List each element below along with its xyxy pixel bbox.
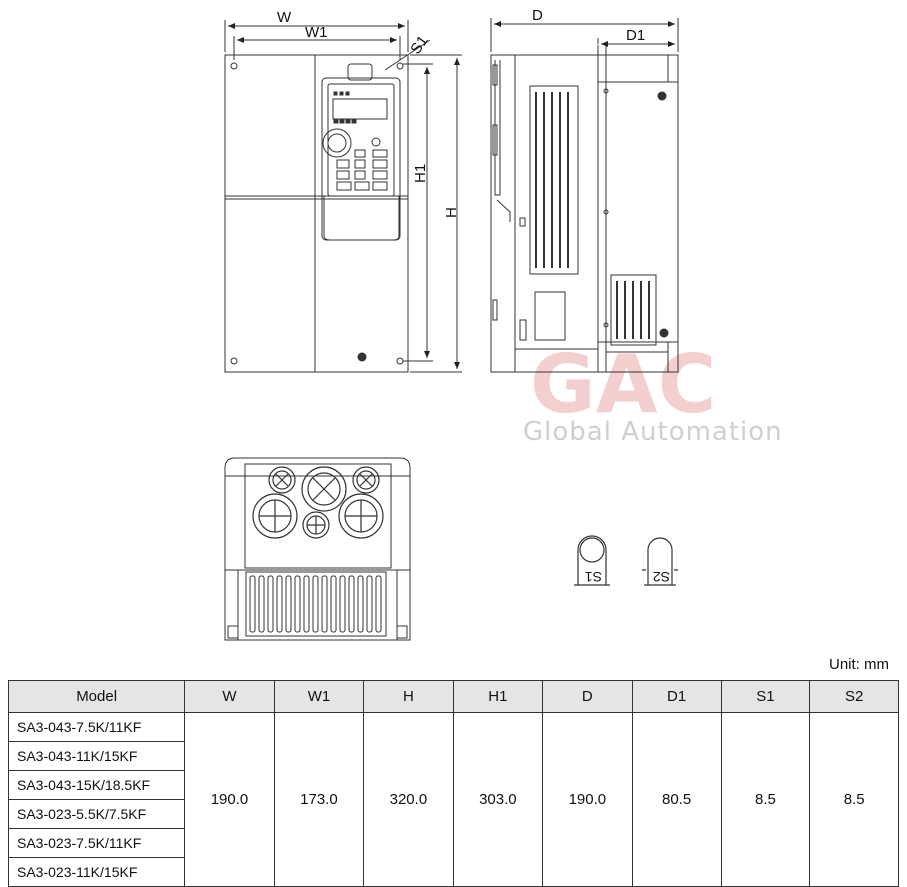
dim-label-w1: W1 [305,24,328,41]
col-header-h1: H1 [452,680,544,713]
grille-slot [339,575,346,633]
grille-slot [321,575,328,633]
slot-detail-s2 [642,537,678,586]
col-header-s2: S2 [809,680,899,713]
model-cell: SA3-023-11K/15KF [7,857,186,887]
gland-top-right [352,466,380,494]
gland-top-left [268,466,296,494]
grille-slot [375,575,382,633]
unit-note: Unit: mm [829,656,889,673]
height-dimensions [403,54,462,373]
value-s1: 8.5 [720,712,811,887]
col-header-w1: W1 [273,680,365,713]
model-cell: SA3-023-7.5K/11KF [7,828,186,858]
front-view [224,54,409,373]
model-cell: SA3-023-5.5K/7.5KF [7,799,186,829]
table-row: SA3-043-7.5K/11KF 190.0 173.0 320.0 303.… [7,712,899,887]
bottom-view [224,457,411,641]
col-header-d1: D1 [631,680,722,713]
col-header-h: H [363,680,454,713]
depth-dimensions [490,18,679,52]
slot-detail-s1 [574,535,610,586]
grille-slot [330,575,337,633]
model-cell: SA3-043-7.5K/11KF [7,712,186,742]
value-d1: 80.5 [631,712,722,887]
keypad-buttons [336,149,388,191]
table-row: SA3-023-5.5K/7.5KF [7,799,899,829]
grille-slot [357,575,364,633]
bottom-top-edge [224,457,411,476]
grille-slot [312,575,319,633]
side-vent-upper [529,85,579,275]
dim-label-h1: H1 [412,164,429,183]
gland-bottom-left [252,493,298,539]
watermark: GAC Global Automation [523,338,783,447]
value-w: 190.0 [184,712,275,887]
keypad-panel [321,77,401,241]
grille-slot [366,575,373,633]
grille-slot [303,575,310,633]
value-w1: 173.0 [273,712,365,887]
value-s2: 8.5 [809,712,899,887]
grille-slot [267,575,274,633]
dim-label-s1-top: S1 [407,33,431,58]
value-h1: 303.0 [452,712,544,887]
model-cell: SA3-043-15K/18.5KF [7,770,186,800]
dim-label-h: H [443,207,460,218]
keypad-display [332,98,388,120]
width-dimensions [224,20,431,71]
dim-label-d: D [532,7,543,24]
grille-slot [348,575,355,633]
grille-slot [258,575,265,633]
grille-slot [249,575,256,633]
gland-bottom-right [338,493,384,539]
value-d: 190.0 [542,712,633,887]
col-header-s1: S1 [720,680,811,713]
gland-bottom-center [302,511,330,539]
col-header-d: D [542,680,633,713]
grille-slot [294,575,301,633]
grille-slot [276,575,283,633]
dim-label-d1: D1 [626,27,645,44]
side-label-plate [534,291,566,341]
dim-label-w: W [277,9,292,26]
keypad-dial [322,128,352,158]
side-view [490,45,679,373]
cable-glands [252,466,384,539]
table-row: SA3-043-15K/18.5KF [7,770,899,800]
watermark-logo: GAC [530,338,716,431]
side-body-outline [490,54,679,373]
value-h: 320.0 [363,712,454,887]
gland-top-center [301,466,347,512]
front-body-outline [224,54,409,373]
bottom-vent-grille [245,571,387,637]
watermark-tagline: Global Automation [523,417,783,447]
grille-slot [285,575,292,633]
grille-slots [249,575,382,633]
model-cell: SA3-043-11K/15KF [7,741,186,771]
table-header-row: Model W W1 H H1 D D1 S1 S2 [7,680,899,713]
col-header-w: W [184,680,275,713]
slot-label-s2: S2 [653,569,670,585]
side-vent-lower [610,274,657,346]
slot-label-s1: S1 [585,569,602,585]
dimension-drawing: GAC Global Automation [224,7,783,641]
col-header-model: Model [7,680,186,713]
dimension-table: Model W W1 H H1 D D1 S1 S2 SA3-043-7.5K/… [7,680,899,887]
